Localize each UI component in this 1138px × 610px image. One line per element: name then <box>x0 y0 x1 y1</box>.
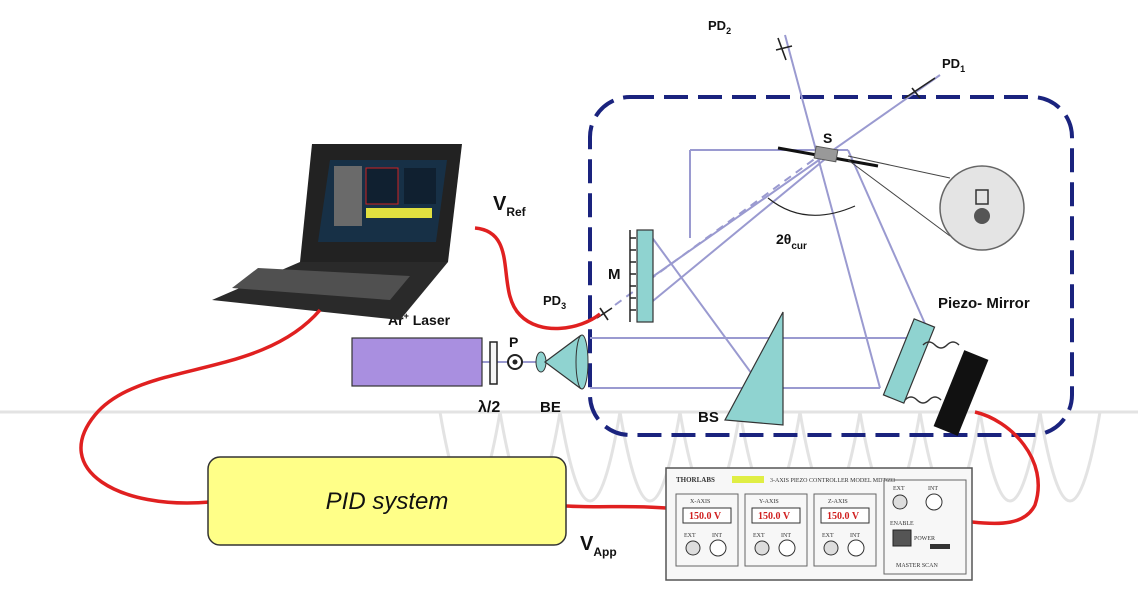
controller-title: 3-AXIS PIEZO CONTROLLER MODEL MDT693 <box>770 478 895 484</box>
y-int-label: INT <box>781 533 791 539</box>
y-axis-voltage: 150.0 V <box>758 511 791 522</box>
piezo-controller: THORLABS 3-AXIS PIEZO CONTROLLER MODEL M… <box>665 467 973 581</box>
x-axis-voltage: 150.0 V <box>689 511 722 522</box>
photodetector-pd1 <box>904 77 936 99</box>
pd1-label: PD <box>942 56 960 71</box>
laser-superscript: + <box>404 311 409 321</box>
pd2-subscript: 2 <box>726 26 731 36</box>
sample-zoom-view <box>847 155 1025 251</box>
v-ref-label: V <box>493 193 507 215</box>
setup-enclosure <box>588 95 1074 437</box>
signal-cables <box>79 226 1040 526</box>
mirror-m <box>629 229 654 323</box>
master-ext-label: EXT <box>893 486 905 492</box>
svg-text:VApp: VApp <box>580 533 617 559</box>
v-app-label: V <box>580 533 594 555</box>
half-wave-plate <box>489 341 498 385</box>
pd3-subscript: 3 <box>561 301 566 311</box>
power-label: POWER <box>914 536 935 542</box>
z-ext-label: EXT <box>822 533 834 539</box>
beam-expander <box>535 334 589 390</box>
polarizer <box>507 354 523 370</box>
svg-text:PD1: PD1 <box>942 56 965 74</box>
laser-beams <box>480 34 941 389</box>
angle-label: 2θ <box>776 231 791 247</box>
sample-label: S <box>823 130 832 146</box>
pid-system-box <box>207 456 567 546</box>
mirror-m-label: M <box>608 266 621 283</box>
sample-stage <box>777 145 879 168</box>
y-ext-label: EXT <box>753 533 765 539</box>
ar-laser <box>351 337 483 387</box>
x-axis-name: X-AXIS <box>690 499 710 505</box>
z-int-label: INT <box>850 533 860 539</box>
piezo-mirror <box>882 318 989 436</box>
beam-expander-label: BE <box>540 399 561 416</box>
x-int-label: INT <box>712 533 722 539</box>
angle-subscript: cur <box>791 241 807 252</box>
laptop-computer <box>212 144 462 320</box>
photodetector-pd2 <box>775 37 793 61</box>
z-axis-name: Z-AXIS <box>828 499 848 505</box>
beam-splitter <box>724 311 784 426</box>
svg-text:PD3: PD3 <box>543 293 566 311</box>
master-int-label: INT <box>928 486 938 492</box>
half-wave-label: λ/2 <box>478 399 500 416</box>
svg-text:PD2: PD2 <box>708 18 731 36</box>
svg-text:VRef: VRef <box>493 193 527 219</box>
polarizer-label: P <box>509 334 518 350</box>
enable-label: ENABLE <box>890 521 914 527</box>
angle-arc <box>767 197 856 216</box>
v-app-subscript: App <box>593 545 616 559</box>
z-axis-voltage: 150.0 V <box>827 511 860 522</box>
laser-label-rest: Laser <box>409 312 451 328</box>
pd2-label: PD <box>708 18 726 33</box>
controller-brand: THORLABS <box>676 476 715 484</box>
beam-splitter-label: BS <box>698 409 719 426</box>
v-ref-subscript: Ref <box>506 205 526 219</box>
pd1-subscript: 1 <box>960 64 965 74</box>
master-scan-label: MASTER SCAN <box>896 563 939 569</box>
x-ext-label: EXT <box>684 533 696 539</box>
pd3-label: PD <box>543 293 561 308</box>
y-axis-name: Y-AXIS <box>759 499 779 505</box>
pid-system-label: PID system <box>326 488 449 515</box>
svg-text:2θcur: 2θcur <box>776 231 807 252</box>
piezo-mirror-label: Piezo- Mirror <box>938 295 1030 312</box>
